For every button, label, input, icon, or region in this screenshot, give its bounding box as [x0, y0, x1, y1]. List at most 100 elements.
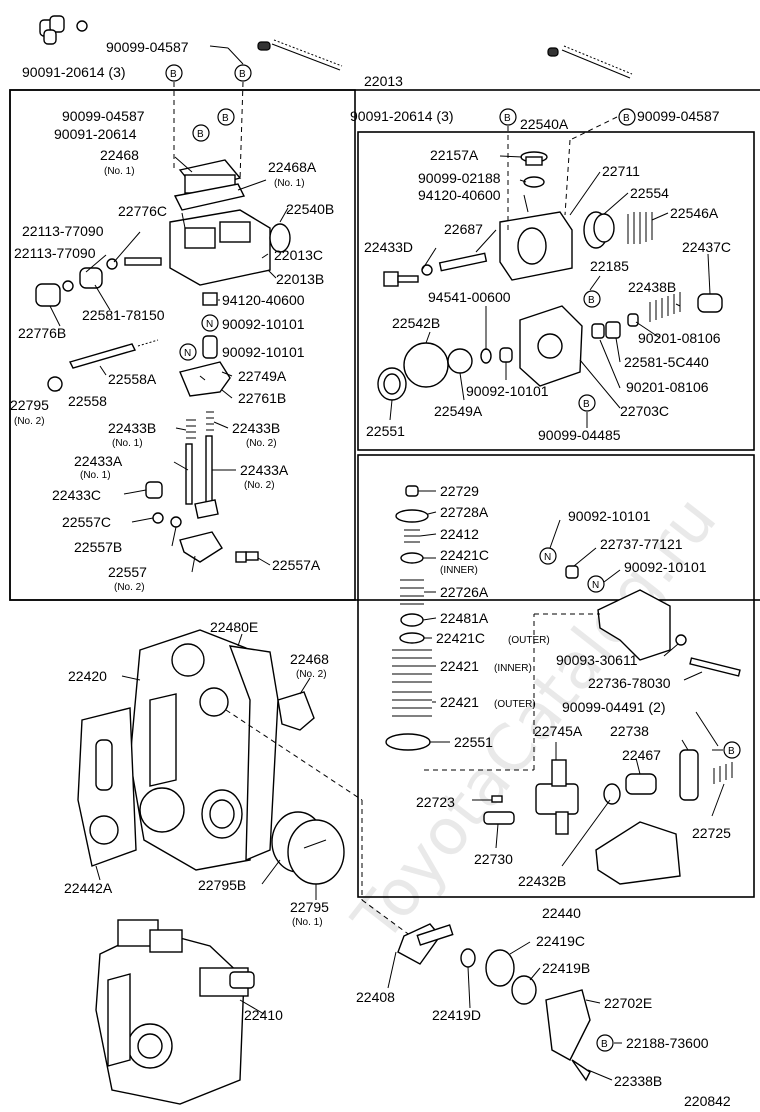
parts-22738-22725	[679, 749, 733, 801]
screw-22776C	[106, 257, 162, 270]
label: 22338B	[614, 1073, 662, 1089]
label: 22558	[68, 393, 107, 409]
pin-22730	[483, 795, 515, 825]
label: 22433A	[240, 462, 289, 478]
label: 90091-20614 (3)	[350, 108, 454, 124]
plug-22157A	[520, 151, 548, 166]
label: 90099-02188	[418, 170, 501, 186]
svg-text:B: B	[197, 129, 204, 140]
label: 22729	[440, 483, 479, 499]
leader-lines	[49, 45, 725, 1081]
label: 22408	[356, 989, 395, 1005]
label: 22795	[10, 397, 49, 413]
callout-b-7	[583, 290, 601, 308]
label: (INNER)	[494, 663, 532, 674]
housing-22013C	[169, 209, 271, 286]
label: (No. 1)	[292, 917, 323, 928]
label: 22761B	[238, 390, 286, 406]
label: 22412	[440, 526, 479, 542]
label: 22419B	[542, 960, 590, 976]
callout-b-8	[578, 394, 596, 412]
label: 22481A	[440, 610, 489, 626]
shaft-22558	[68, 339, 159, 369]
label: 22723	[416, 794, 455, 810]
svg-text:N: N	[592, 580, 599, 591]
group-label-22013: 22013	[364, 73, 403, 89]
nuts-right	[591, 313, 639, 339]
label: (No. 2)	[114, 582, 145, 593]
wire-tie-top	[257, 39, 633, 79]
bolt-22433D	[383, 271, 419, 287]
bracket-22468-no2	[277, 691, 315, 731]
label: 22702E	[604, 995, 652, 1011]
callout-n-3	[539, 547, 557, 565]
label: 90092-10101	[624, 559, 707, 575]
label: 22711	[602, 163, 640, 179]
label: 22433B	[232, 420, 280, 436]
bracket-22440	[595, 821, 681, 885]
label: 22467	[622, 747, 661, 763]
label: 90092-10101	[222, 344, 305, 360]
label: 22581-5C440	[624, 354, 709, 370]
label: 22113-77090	[22, 223, 104, 239]
label: 94120-40600	[222, 292, 305, 308]
label: 22725	[692, 825, 731, 841]
svg-text:B: B	[623, 113, 630, 124]
figure-id: 220842	[684, 1093, 731, 1109]
label: 22157A	[430, 147, 479, 163]
label: 22554	[630, 185, 669, 201]
washer-94120	[421, 264, 433, 276]
label: 22549A	[434, 403, 483, 419]
label: 22433D	[364, 239, 413, 255]
group-label-22440: 22440	[542, 905, 581, 921]
o-ring-22540B	[269, 223, 291, 253]
label: 90091-20614 (3)	[22, 64, 126, 80]
gasket-22480E	[228, 645, 279, 862]
label: 94120-40600	[418, 187, 501, 203]
label: 90201-08106	[626, 379, 709, 395]
lever-22557	[179, 499, 223, 563]
label: (No. 1)	[80, 470, 111, 481]
label: 90092-10101	[568, 508, 651, 524]
label: (OUTER)	[494, 699, 536, 710]
label: 22558A	[108, 371, 157, 387]
label: 22737-77121	[600, 536, 683, 552]
gasket-22442A	[77, 707, 137, 867]
label: 22421C	[436, 630, 485, 646]
label: 22419D	[432, 1007, 481, 1023]
callout-b-9	[723, 741, 741, 759]
ring-22557C	[152, 512, 164, 524]
label: 90099-04485	[538, 427, 621, 443]
callout-b-1	[165, 64, 183, 82]
label: (No. 2)	[296, 669, 327, 680]
svg-text:B: B	[239, 69, 246, 80]
label: 22432B	[518, 873, 566, 889]
label: 22776C	[118, 203, 167, 219]
label: 90201-08106	[638, 330, 721, 346]
svg-text:N: N	[206, 319, 213, 330]
stack-22729-22421	[385, 485, 432, 751]
housing-22703C	[519, 305, 583, 387]
label: (No. 2)	[246, 438, 277, 449]
callout-b-6	[618, 108, 636, 126]
label: 90092-10101	[222, 316, 305, 332]
label: (INNER)	[440, 565, 478, 576]
label: 90093-30611	[556, 652, 638, 668]
label: 22480E	[210, 619, 258, 635]
label: 22557A	[272, 557, 321, 573]
label: 22726A	[440, 584, 489, 600]
nut-94120-40600	[202, 292, 218, 306]
bolt-22736	[675, 634, 741, 677]
label: (OUTER)	[508, 635, 550, 646]
group-box-22540A	[357, 131, 755, 451]
lever-22737	[565, 565, 671, 661]
pump-assembly-22410	[95, 919, 255, 1105]
label: 22551	[366, 423, 405, 439]
callout-b-2	[234, 64, 252, 82]
label: 22468	[100, 147, 139, 163]
svg-text:B: B	[222, 113, 229, 124]
label: 22551	[454, 734, 493, 750]
bolt-22557A	[235, 551, 259, 563]
label: 22738	[610, 723, 649, 739]
